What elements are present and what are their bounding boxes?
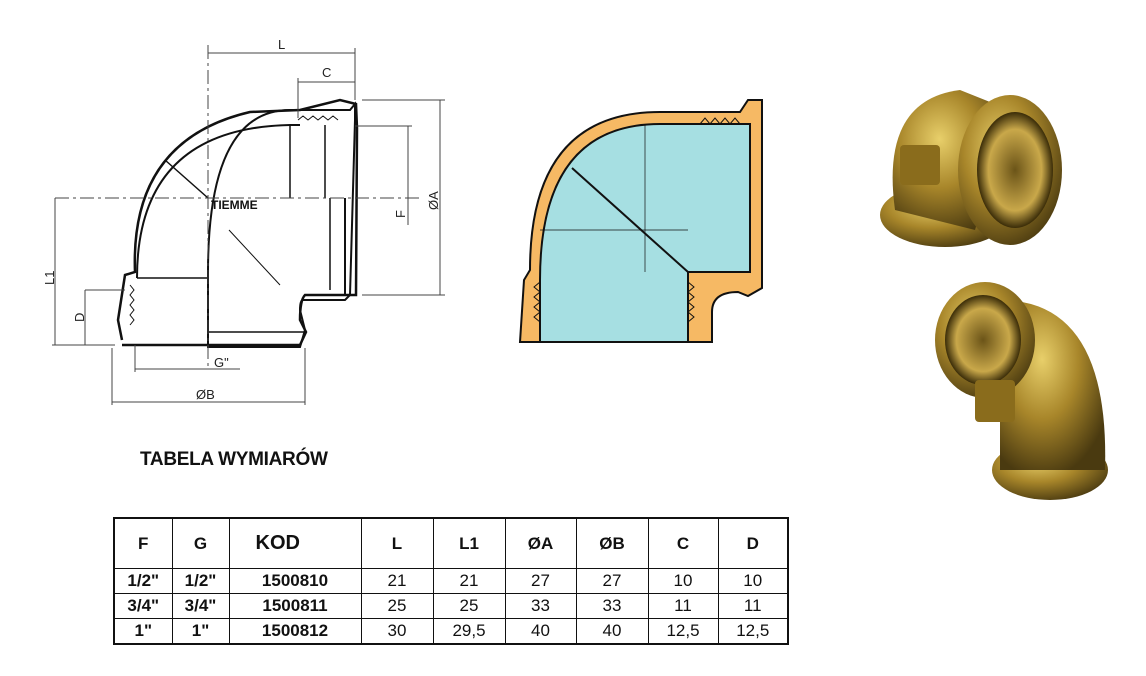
dim-label-d: D <box>72 313 87 322</box>
header-cell: L <box>360 517 434 569</box>
cell: 1/2" <box>171 568 230 594</box>
cell: 30 <box>360 618 434 645</box>
cell: 10 <box>717 568 789 594</box>
fitting-render-top <box>880 90 1062 247</box>
header-cell: KOD <box>228 517 362 569</box>
cell: 25 <box>360 593 434 619</box>
cell: 25 <box>432 593 506 619</box>
cell: 21 <box>432 568 506 594</box>
header-cell: F <box>113 517 173 569</box>
header-cell: ØB <box>575 517 649 569</box>
cell: 21 <box>360 568 434 594</box>
dim-label-a: ØA <box>426 191 441 210</box>
dim-label-l1: L1 <box>42 271 57 285</box>
brand-mark: TIEMME <box>211 198 258 212</box>
cross-section <box>518 99 763 343</box>
cell: 27 <box>575 568 649 594</box>
cell: 11 <box>717 593 789 619</box>
cell: 27 <box>504 568 577 594</box>
header-cell: D <box>717 517 789 569</box>
cell: 33 <box>504 593 577 619</box>
dim-label-b: ØB <box>196 387 215 402</box>
cell: 10 <box>647 568 719 594</box>
cell: 1" <box>171 618 230 645</box>
cell: 1500812 <box>228 618 362 645</box>
fitting-render-bottom <box>935 282 1108 500</box>
technical-drawing: TIEMME <box>52 45 445 405</box>
cell: 1/2" <box>113 568 173 594</box>
header-cell: C <box>647 517 719 569</box>
cell: 1500810 <box>228 568 362 594</box>
cell: 1" <box>113 618 173 645</box>
dim-label-c: C <box>322 65 331 80</box>
cell: 11 <box>647 593 719 619</box>
cell: 3/4" <box>113 593 173 619</box>
cell: 40 <box>504 618 577 645</box>
cell: 1500811 <box>228 593 362 619</box>
cell: 29,5 <box>432 618 506 645</box>
header-cell: G <box>171 517 230 569</box>
cell: 12,5 <box>647 618 719 645</box>
cell: 33 <box>575 593 649 619</box>
cell: 40 <box>575 618 649 645</box>
header-cell: ØA <box>504 517 577 569</box>
table-header-row: F G KOD L L1 ØA ØB C D <box>113 517 789 569</box>
dim-label-f: F <box>393 210 408 218</box>
header-cell: L1 <box>432 517 506 569</box>
cell: 3/4" <box>171 593 230 619</box>
dim-label-g: G" <box>214 355 229 370</box>
cell: 12,5 <box>717 618 789 645</box>
dim-label-l: L <box>278 37 285 52</box>
table-title: TABELA WYMIARÓW <box>140 449 328 470</box>
